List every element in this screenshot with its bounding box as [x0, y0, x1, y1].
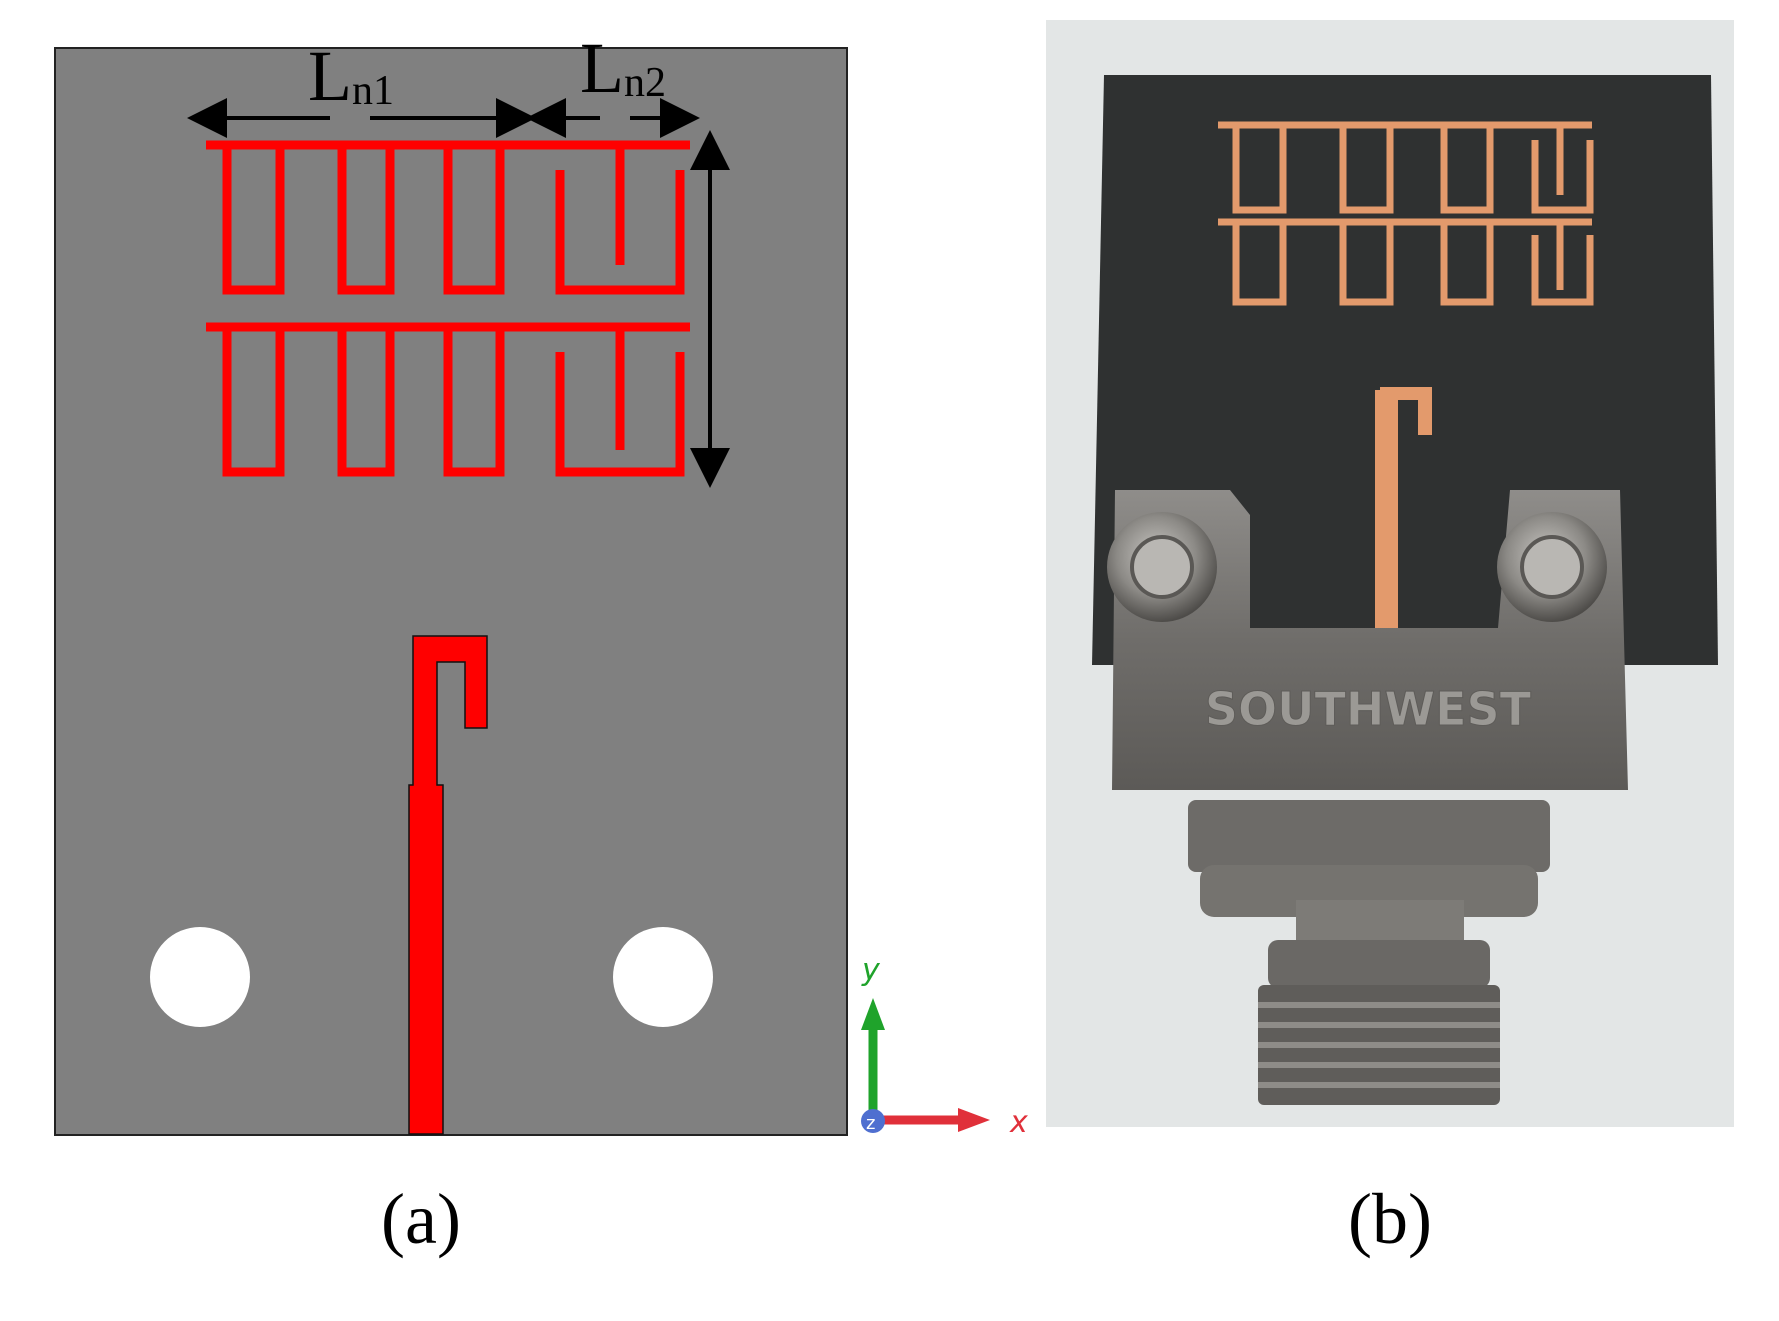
sma-connector: SOUTHWEST [1107, 490, 1628, 1105]
axis-triad: y x z [861, 953, 1028, 1140]
z-axis-icon [861, 1109, 885, 1133]
copper-meander-bottom [1218, 218, 1594, 306]
panel-a-model: Ln1 Ln2 [54, 28, 848, 1136]
connector-thread [1258, 985, 1500, 1105]
mounting-hole-right [613, 927, 713, 1027]
axis-label-z: z [866, 1113, 875, 1134]
axis-label-y: y [861, 953, 881, 988]
connector-brand: SOUTHWEST [1205, 682, 1532, 736]
axis-label-x: x [1009, 1105, 1028, 1140]
caption-a: (a) [381, 1179, 461, 1259]
copper-meander-top [1218, 121, 1594, 214]
caption-b: (b) [1348, 1179, 1432, 1259]
meander-resonator-bottom [206, 322, 690, 477]
panel-b-photo: SOUTHWEST [1046, 20, 1734, 1127]
mounting-hole-left [150, 927, 250, 1027]
meander-resonator-top [206, 140, 690, 295]
ln2-label: Ln2 [580, 28, 666, 108]
feed-line [408, 635, 488, 1135]
ln1-label: Ln1 [308, 36, 394, 116]
copper-feed [1375, 387, 1432, 630]
